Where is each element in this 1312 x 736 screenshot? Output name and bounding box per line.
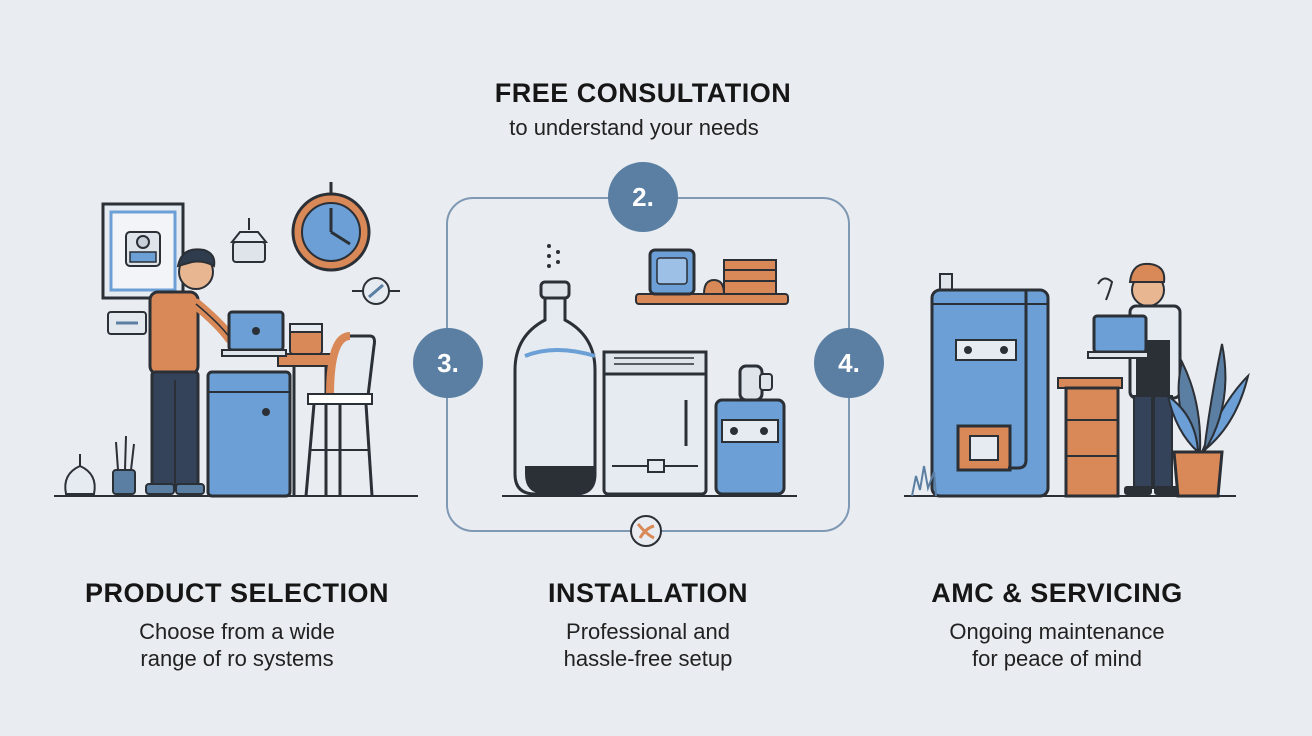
step-line-1: Choose from a wide [139,619,335,644]
step-title: AMC & SERVICING [931,578,1183,608]
step-amc-servicing: AMC & SERVICING Ongoing maintenance for … [867,578,1247,672]
badge-2-label: 2. [632,182,654,212]
step-line-1: Professional and [566,619,730,644]
consultation-title: FREE CONSULTATION [494,78,792,108]
badge-3-label: 3. [437,348,459,378]
product-selection-scene [54,182,418,498]
step-line-1: Ongoing maintenance [949,619,1165,644]
installation-scene [502,244,797,547]
step-badge-3: 3. [413,328,483,398]
step-line-2: hassle-free setup [563,646,733,671]
step-badge-2: 2. [608,162,678,232]
badge-4-label: 4. [838,348,860,378]
step-product-selection: PRODUCT SELECTION Choose from a wide ran… [47,578,427,672]
step-line-2: for peace of mind [972,646,1142,671]
step-line-2: range of ro systems [140,646,334,671]
step-title: PRODUCT SELECTION [84,578,389,608]
servicing-scene [904,262,1250,498]
step-badge-4: 4. [814,328,884,398]
consultation-subtitle: to understand your needs [509,115,759,140]
step-title: INSTALLATION [548,578,748,608]
step-installation: INSTALLATION Professional and hassle-fre… [458,578,838,672]
